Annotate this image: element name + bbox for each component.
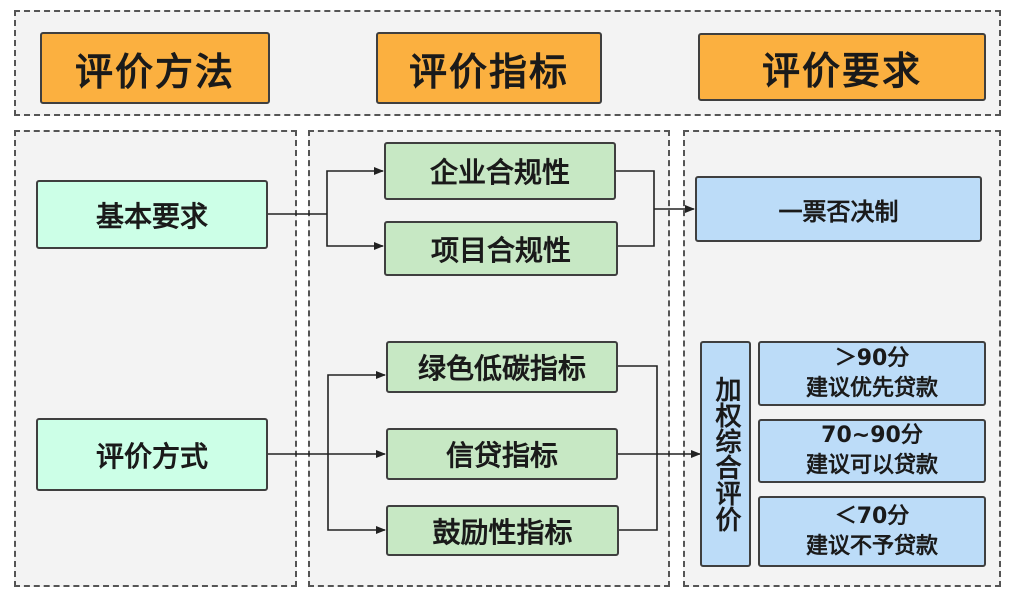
tier-above-90: ＞90分 建议优先贷款: [758, 341, 986, 406]
header-requirement: 评价要求: [698, 33, 986, 101]
header-indicator: 评价指标: [376, 32, 602, 104]
indicator-green-low-carbon: 绿色低碳指标: [386, 341, 618, 393]
connector-to-project: [326, 214, 384, 250]
connector-to-green: [327, 371, 386, 454]
indicator-project-compliance: 项目合规性: [384, 221, 618, 276]
tier-below-70: ＜70分 建议不予贷款: [758, 496, 986, 567]
tier-advice: 建议不予贷款: [805, 533, 938, 559]
method-basic-requirement: 基本要求: [36, 180, 268, 249]
indicator-enterprise-compliance: 企业合规性: [384, 142, 616, 200]
connector-green-out: [618, 365, 658, 531]
requirement-veto: 一票否决制: [695, 176, 982, 242]
tier-score: 70~90分: [821, 423, 923, 448]
indicator-incentive: 鼓励性指标: [386, 505, 619, 556]
connector-enterprise-out: [616, 170, 655, 247]
tier-advice: 建议可以贷款: [805, 453, 938, 478]
header-method: 评价方法: [40, 32, 270, 104]
connector-to-incentive: [327, 454, 386, 534]
connector-to-enterprise: [326, 167, 384, 214]
tier-score: ＞90分: [834, 345, 910, 371]
indicator-credit: 信贷指标: [386, 428, 618, 480]
tier-70-to-90: 70~90分 建议可以贷款: [758, 419, 986, 483]
tier-score: ＜70分: [834, 503, 910, 529]
method-scoring: 评价方式: [36, 418, 268, 491]
tier-advice: 建议优先贷款: [805, 375, 938, 401]
requirement-weighted-evaluation: 加权综合评价: [700, 341, 751, 567]
